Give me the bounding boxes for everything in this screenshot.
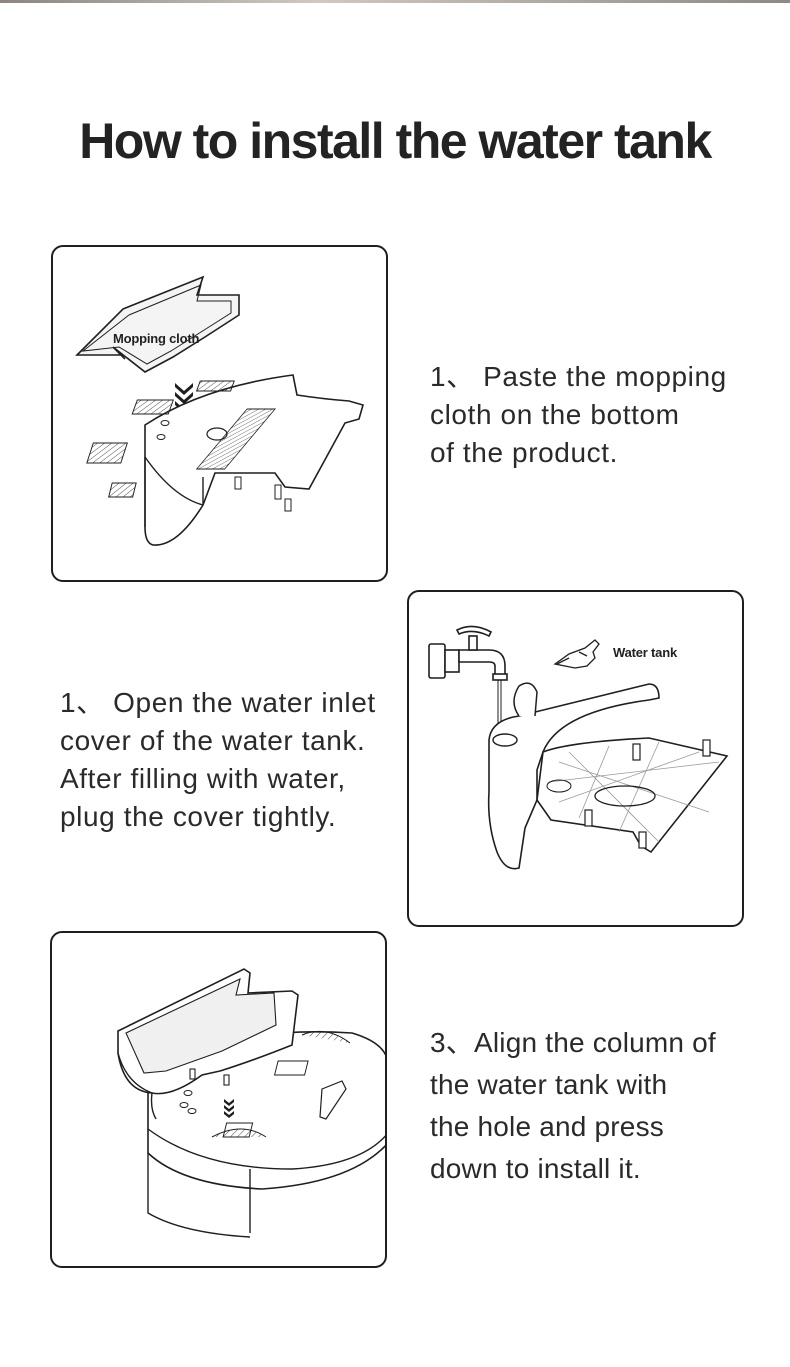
step-1-illustration-panel: Mopping cloth: [51, 245, 388, 582]
step-3-line-4: down to install it.: [430, 1153, 641, 1184]
water-tank-label: Water tank: [613, 645, 677, 660]
step-3-line-1: 3、Align the column of: [430, 1027, 716, 1058]
faucet-icon: [428, 625, 508, 681]
step-1-line-3: of the product.: [430, 437, 619, 468]
install-tank-illustration: [117, 968, 385, 1238]
step-2-text: 1、 Open the water inlet cover of the wat…: [60, 684, 376, 836]
page-title: How to install the water tank: [79, 113, 712, 169]
step-2-line-3: After filling with water,: [60, 763, 346, 794]
step-3-text: 3、Align the column of the water tank wit…: [430, 1022, 716, 1190]
step-2-illustration-panel: Water tank: [407, 590, 744, 927]
mopping-cloth-label: Mopping cloth: [113, 331, 200, 346]
water-tank-plate: [536, 737, 729, 854]
pointing-hand-icon: [553, 639, 600, 669]
water-tank-body: [487, 683, 660, 870]
step-2-line-2: cover of the water tank.: [60, 725, 366, 756]
step-2-line-1: 1、 Open the water inlet: [60, 687, 376, 718]
step-1-text: 1、 Paste the mopping cloth on the bottom…: [430, 358, 727, 472]
water-inlet-cover: [513, 682, 538, 717]
step-2-line-4: plug the cover tightly.: [60, 801, 337, 832]
step-3-line-3: the hole and press: [430, 1111, 664, 1142]
step-1-line-2: cloth on the bottom: [430, 399, 680, 430]
water-filling-illustration: [428, 625, 729, 870]
step-1-line-1: 1、 Paste the mopping: [430, 361, 727, 392]
down-arrows-icon: [224, 1099, 234, 1118]
step-3-illustration-panel: [50, 931, 387, 1268]
mopping-cloth-illustration: [75, 275, 364, 546]
water-inlet-hole: [492, 733, 518, 747]
step-3-line-2: the water tank with: [430, 1069, 668, 1100]
water-tank-base: [144, 374, 364, 546]
top-color-strip: [0, 0, 790, 3]
